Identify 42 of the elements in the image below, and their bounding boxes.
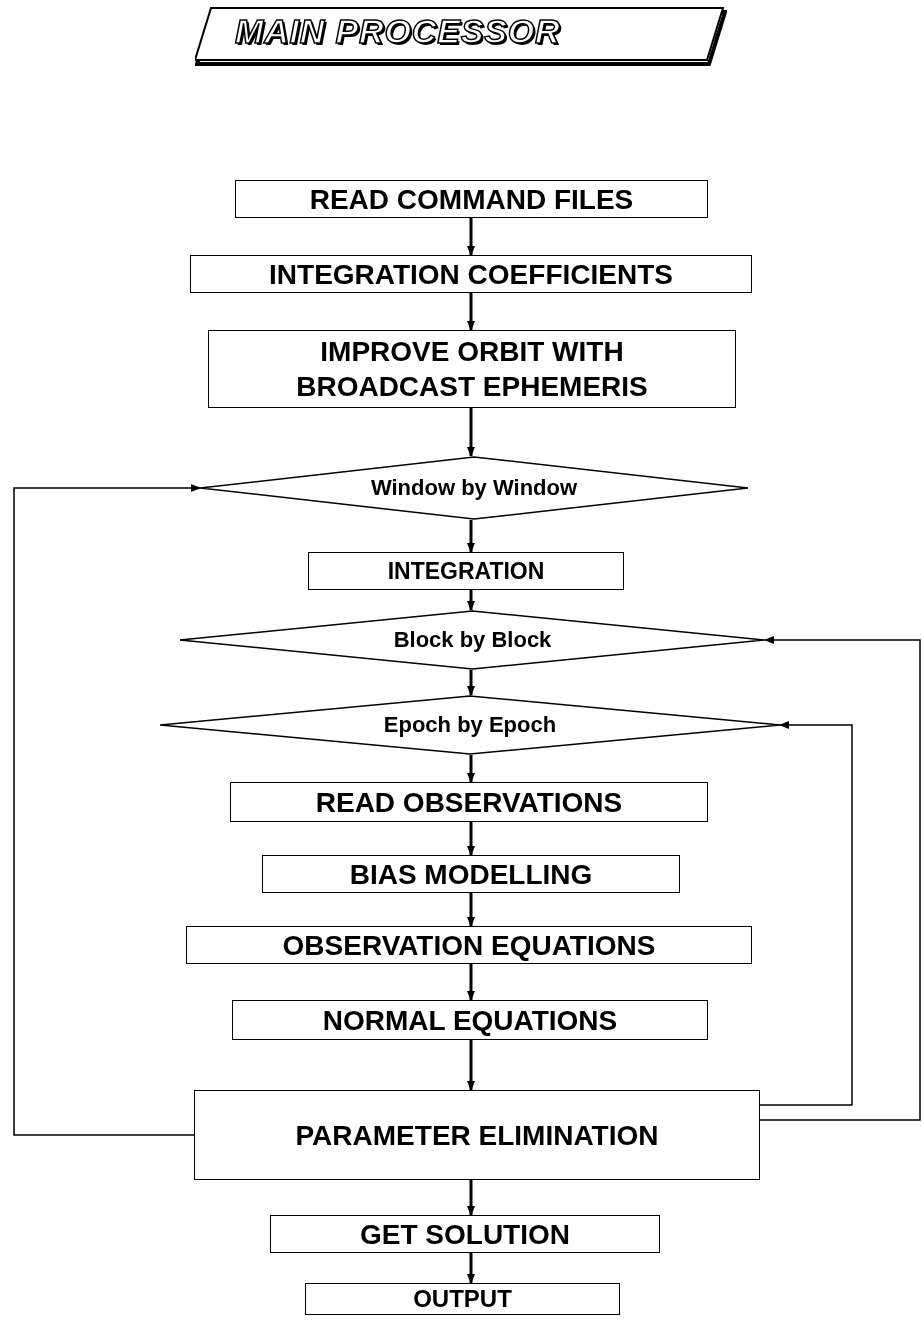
process-box [230,782,708,822]
arrow [467,964,475,1001]
process-box [190,255,752,293]
node-label: Block by Block [392,626,553,654]
arrow [467,520,475,553]
process-box [308,552,624,590]
feedback-arrow [759,721,853,1106]
diagram-title: MAIN PROCESSOR [235,14,561,48]
process-box [262,855,680,893]
process-box [305,1283,620,1315]
arrow [467,1253,475,1284]
arrow [467,408,475,457]
node-label: IMPROVE ORBIT WITH BROADCAST EPHEMERIS [295,335,649,404]
node-label: INTEGRATION [386,556,546,586]
node-label: READ OBSERVATIONS [314,785,624,820]
feedback-arrow [13,484,201,1136]
node-label: Window by Window [369,474,579,502]
process-box [232,1000,708,1040]
arrow [467,590,475,611]
node-label: NORMAL EQUATIONS [321,1003,619,1038]
process-box [186,926,752,964]
node-label: PARAMETER ELIMINATION [294,1118,660,1153]
process-box [208,330,736,408]
node-label: INTEGRATION COEFFICIENTS [268,257,674,292]
arrow [467,1180,475,1216]
feedback-arrow [759,636,921,1121]
process-box [235,180,708,218]
arrow [467,293,475,331]
node-label: BIAS MODELLING [348,857,594,892]
arrow [467,755,475,783]
process-box [270,1215,660,1253]
arrow [467,893,475,927]
arrow [467,822,475,856]
node-label: OUTPUT [412,1284,513,1314]
node-label: READ COMMAND FILES [308,182,635,217]
arrow [467,218,475,256]
node-label: GET SOLUTION [359,1217,571,1252]
arrow [467,670,475,696]
arrow [467,1040,475,1091]
node-label: OBSERVATION EQUATIONS [281,928,657,963]
process-box [194,1090,760,1180]
node-label: Epoch by Epoch [382,711,558,739]
